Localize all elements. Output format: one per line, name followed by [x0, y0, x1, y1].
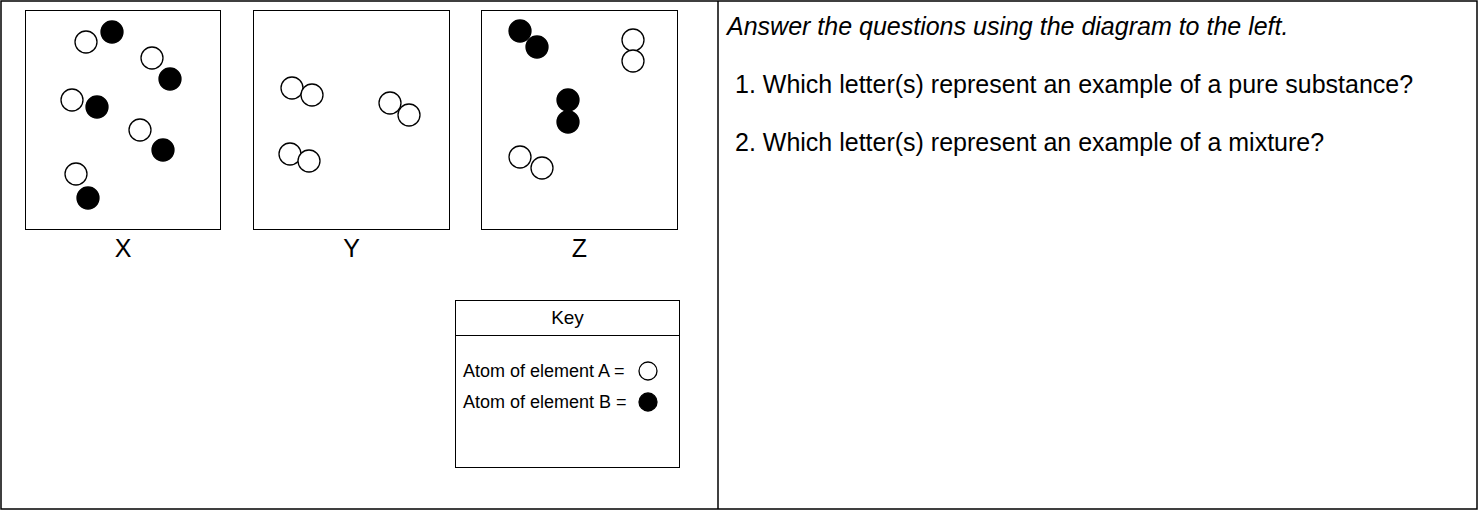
box-letter: X [26, 233, 220, 263]
table-divider [717, 1, 719, 509]
key-entry: Atom of element B = [463, 390, 627, 414]
box-letter: Z [482, 233, 677, 263]
particle-box: X [25, 10, 221, 230]
question-text: 1. Which letter(s) represent an example … [727, 68, 1464, 100]
question-text: 2. Which letter(s) represent an example … [727, 126, 1464, 158]
key-entry: Atom of element A = [463, 359, 625, 383]
key-box: KeyAtom of element A = Atom of element B … [455, 300, 680, 468]
key-sample-a [639, 362, 657, 380]
question-panel: Answer the questions using the diagram t… [719, 2, 1476, 508]
instruction-text: Answer the questions using the diagram t… [727, 10, 1464, 42]
particle-box: Z [481, 10, 678, 230]
key-sample-b [639, 393, 657, 411]
box-letter: Y [254, 233, 449, 263]
key-title: Key [456, 301, 679, 336]
particle-box: Y [253, 10, 450, 230]
